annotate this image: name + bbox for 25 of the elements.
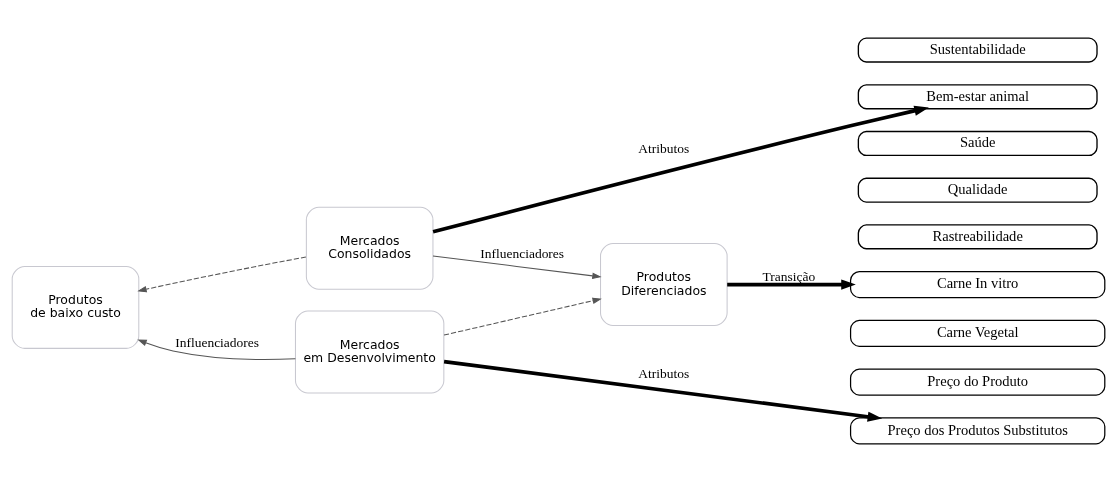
node-box: Qualidade [857,177,1098,203]
node-box: Sustentabilidade [857,37,1098,63]
node-box: Produtos de baixo custo [11,265,140,349]
arrow [443,359,883,422]
edge-label: Influenciadores [480,246,565,262]
node-box: Carne Vegetal [849,319,1106,347]
edge-label: Transição [762,268,816,284]
node-box: Saúde [857,130,1098,157]
node-box: Mercados Consolidados [305,206,434,290]
edge-label: Influenciadores [175,335,260,351]
node-box: Mercados em Desenvolvimento [294,310,445,394]
edge-label: Atributos [638,366,690,382]
node-box: Preço do Produto [849,368,1106,396]
arrow [137,339,296,360]
arrow [432,105,929,234]
edge-label: Atributos [638,141,690,157]
arrow [432,255,602,280]
node-box: Produtos Diferenciados [600,243,728,327]
node-box: Bem-estar animal [857,84,1098,110]
node-box: Rastreabilidade [857,224,1098,250]
node-box: Carne In vitro [849,271,1106,299]
arrow [443,297,602,336]
node-box: Preço dos Produtos Substitutos [849,417,1106,445]
arrow [137,256,307,293]
arrow [727,279,856,290]
